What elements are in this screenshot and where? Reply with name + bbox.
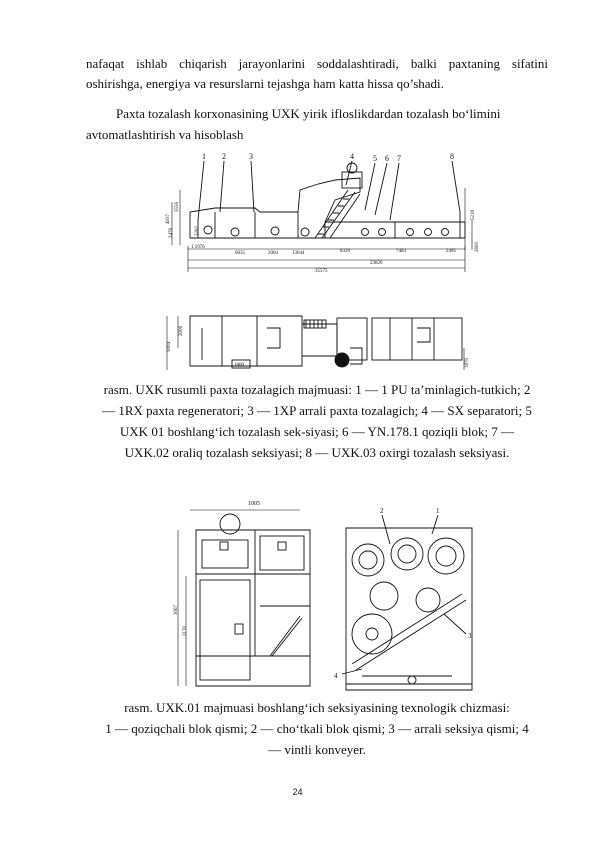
section-heading: Paxta tozalash korxonasining UXK yirik i… [86, 104, 548, 145]
dim-left-2: 3556 [175, 202, 180, 213]
figure-2-caption-line-3: — vintli konveyer. [268, 742, 366, 757]
dim-bottom-9: 35575 [315, 269, 328, 274]
dim-bottom-2: 6035 [235, 251, 246, 256]
fig2-callout-2: 2 [380, 507, 384, 515]
dim-bottom-8: 23820 [370, 261, 383, 266]
callout-5: 5 [373, 154, 377, 163]
figure-2-front-view-drawing: 1005 3067 2170 [160, 496, 320, 692]
plan-dim-3: 1800 [234, 363, 245, 368]
dim-bottom-3: 2004 [268, 251, 279, 256]
figure-2-section-view-drawing: 2 1 3 4 [332, 504, 482, 692]
dim-bottom-5: 8326 [340, 249, 351, 254]
figure-2-caption: rasm. UXK.01 majmuasi boshlang‘ich seksi… [86, 697, 548, 760]
figure-2-caption-line-1: rasm. UXK.01 majmuasi boshlang‘ich seksi… [124, 700, 510, 715]
figure-1-caption-line-2: — 1RX paxta regeneratori; 3 — 1XP arrali… [102, 403, 532, 418]
callout-3: 3 [249, 152, 253, 161]
dim-right-2: 2600 [475, 242, 480, 253]
figure-1-elevation-drawing: 1 2 3 4 5 6 7 8 493 [160, 150, 490, 282]
fig2-callout-3: 3 [468, 632, 472, 640]
intro-line-1: nafaqat ishlab chiqarish jarayonlarini s… [86, 56, 548, 71]
plan-dim-1: 5004 [167, 342, 172, 353]
fig2-dim-top: 1005 [248, 501, 260, 507]
dim-left-1: 4937 [166, 214, 171, 225]
figure-1-caption-line-4: UXK.02 oraliq tozalash seksiyasi; 8 — UX… [124, 445, 510, 460]
dim-bottom-7: 2495 [446, 249, 457, 254]
fig2-dim-left-2: 2170 [183, 626, 188, 637]
figure-2-caption-line-2: 1 — qoziqchali blok qismi; 2 — cho‘tkali… [105, 721, 529, 736]
callout-4: 4 [350, 152, 354, 161]
figure-1-caption-line-3: UXK 01 boshlang‘ich tozalash sek-siyasi;… [119, 424, 515, 439]
dim-right-1: 5218 [471, 210, 476, 221]
callout-7: 7 [397, 154, 401, 163]
figure-1-caption-line-1: rasm. UXK rusumli paxta tozalagich majmu… [103, 382, 531, 397]
plan-dim-4: 1870 [465, 358, 470, 369]
fig2-callout-1: 1 [436, 507, 440, 515]
figure-1-caption: rasm. UXK rusumli paxta tozalagich majmu… [86, 379, 548, 463]
dim-left-3: 2476 [169, 228, 174, 239]
callout-6: 6 [385, 154, 389, 163]
dim-bottom-4: 13044 [292, 251, 305, 256]
plan-dim-2: 2006 [179, 326, 184, 337]
dim-left-4: 3262 [195, 226, 200, 237]
callout-2: 2 [222, 152, 226, 161]
page-number: 24 [292, 787, 303, 797]
dim-bottom-1: 1 1976 [191, 245, 205, 250]
figure-1-plan-drawing: 5004 2006 1800 1870 [162, 308, 472, 378]
callout-8: 8 [450, 152, 454, 161]
fig2-dim-left-1: 3067 [174, 605, 179, 616]
section-heading-line-1: Paxta tozalash korxonasining UXK yirik i… [116, 106, 501, 121]
callout-1: 1 [202, 152, 206, 161]
dim-bottom-6: 7483 [396, 249, 407, 254]
section-heading-line-2: avtomatlashtirish va hisoblash [86, 127, 244, 142]
intro-paragraph: nafaqat ishlab chiqarish jarayonlarini s… [86, 54, 548, 94]
fig2-callout-4: 4 [334, 672, 338, 680]
intro-line-2: oshirishga, energiya va resurslarni teja… [86, 76, 444, 91]
